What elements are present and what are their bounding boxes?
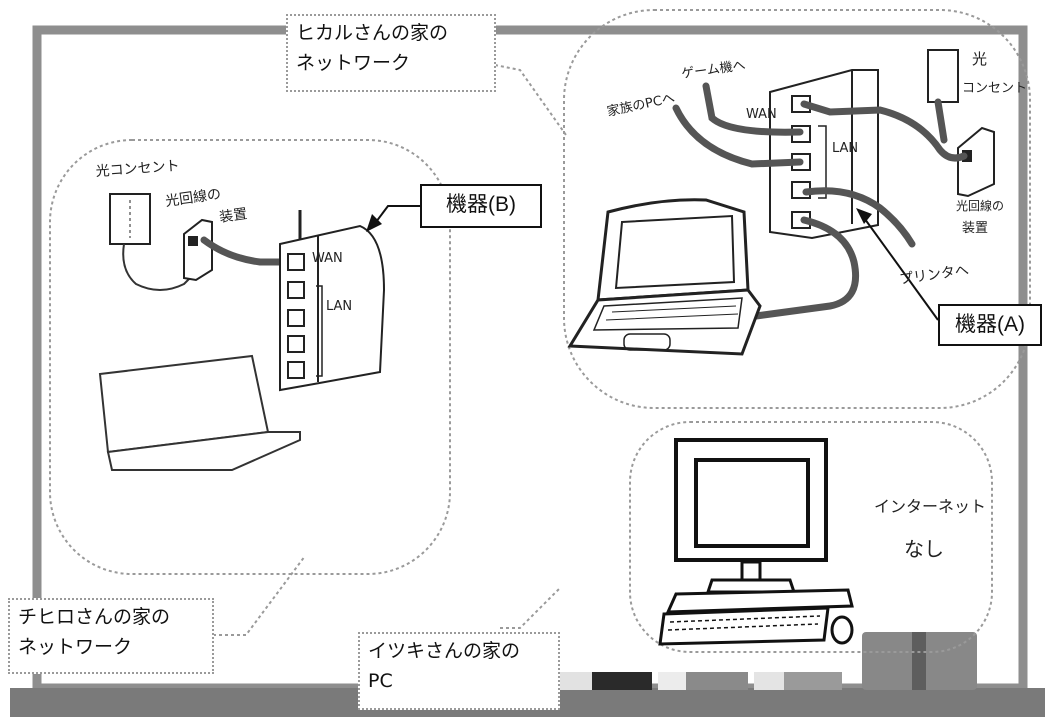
- callout-hikaru-line2: ネットワーク: [296, 52, 411, 74]
- wan-cable-b: [200, 236, 296, 266]
- no-internet-label-2: なし: [904, 537, 944, 561]
- hikaru-onu-label-1: 光回線の: [956, 198, 1004, 213]
- hikaru-wan-label: WAN: [746, 107, 777, 122]
- onu-b: [183, 218, 213, 282]
- callout-chihiro-line2: ネットワーク: [18, 636, 133, 658]
- callout-chihiro-network: チヒロさんの家の ネットワーク: [8, 598, 214, 674]
- laptop-a: [567, 198, 762, 356]
- callout-hikaru-line1: ヒカルさんの家の: [296, 22, 449, 44]
- callout-itsuki-pc: イツキさんの家の PC: [358, 632, 560, 710]
- chihiro-onu-label-1: 光回線の: [164, 186, 222, 210]
- chihiro-outlet-label: 光コンセント: [95, 158, 180, 180]
- itsuki-bubble: [629, 421, 993, 653]
- callout-hikaru-network: ヒカルさんの家の ネットワーク: [286, 14, 496, 92]
- callout-chihiro-line1: チヒロさんの家の: [18, 606, 171, 628]
- callout-itsuki-line2: PC: [368, 670, 393, 692]
- chihiro-bubble: [49, 139, 451, 575]
- hikaru-onu-label-2: 装置: [962, 221, 988, 236]
- hikaru-bubble: [563, 9, 1031, 409]
- desktop-pc: [658, 438, 854, 646]
- chihiro-wan-label: WAN: [312, 251, 343, 266]
- hikaru-outlet-label-2: コンセント: [962, 81, 1027, 96]
- hikaru-outlet-label-1: 光: [972, 50, 987, 68]
- no-internet-label-1: インターネット: [874, 497, 986, 516]
- tray-items: [560, 632, 977, 690]
- onu-a: [957, 126, 995, 198]
- chihiro-onu-label-2: 装置: [218, 206, 248, 226]
- hikaru-lan-label: LAN: [832, 141, 858, 156]
- device-a-label: 機器(A): [938, 304, 1042, 346]
- to-printer-label: プリンタへ: [898, 262, 970, 288]
- to-game-label: ゲーム機へ: [680, 58, 746, 82]
- cables-a: [672, 82, 968, 320]
- fiber-cable-b: [122, 243, 197, 291]
- router-b: [279, 210, 386, 392]
- chihiro-lan-label: LAN: [326, 299, 352, 314]
- laptop-b: [98, 354, 301, 471]
- optical-outlet-b: [109, 193, 151, 245]
- optical-outlet-a: [927, 49, 959, 103]
- callout-itsuki-line1: イツキさんの家の: [368, 640, 521, 662]
- device-b-label: 機器(B): [420, 184, 542, 228]
- to-family-pc-label: 家族のPCへ: [606, 90, 677, 120]
